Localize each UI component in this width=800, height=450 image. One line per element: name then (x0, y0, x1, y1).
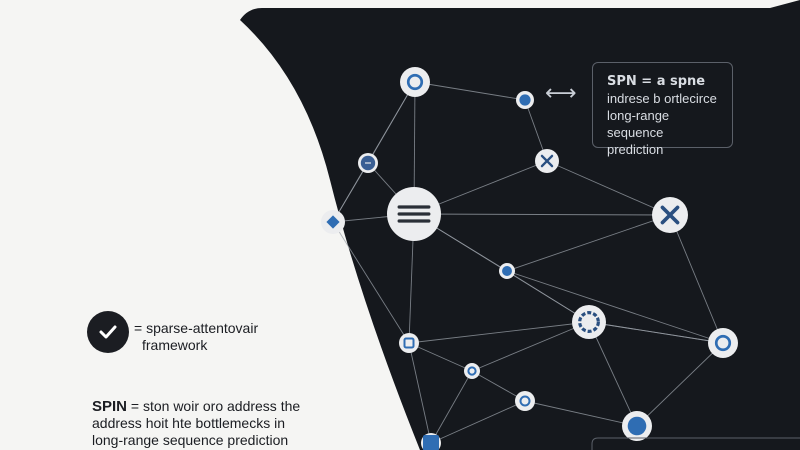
top-card-line2: indrese b ortlecirce (607, 91, 717, 106)
bottom-line2: address hoit hte bottlemecks in (92, 415, 285, 431)
diagram-edge (588, 321, 638, 427)
diagram-edge (430, 370, 473, 444)
dark-panel (240, 0, 800, 450)
diagram-edge (524, 400, 638, 427)
ring-icon (400, 67, 430, 97)
diagram-edge (506, 270, 724, 344)
top-card-line4: prediction (607, 142, 664, 157)
top-card-line1: SPN = a spne (607, 74, 706, 89)
diagram-edge (636, 342, 724, 427)
blue-dot-icon (516, 91, 534, 109)
bottom-line1: SPIN = ston woir oro address the (92, 398, 300, 415)
blue-dot-icon (499, 263, 515, 279)
diagram-edge (430, 400, 526, 444)
ring-icon (515, 391, 535, 411)
top-info-card: SPN = a spne indrese b ortlecirce long-r… (592, 62, 733, 157)
check-icon (99, 325, 117, 339)
left-note-line1: = sparse-attentovair (134, 320, 259, 336)
ring-icon (708, 328, 738, 358)
blue-square-icon (423, 435, 439, 450)
diagram-edge (332, 221, 410, 344)
close-icon (652, 197, 688, 233)
diagram-edge (414, 81, 526, 101)
bottom-description: SPIN = ston woir oro address the address… (92, 398, 300, 449)
diagram-edge (669, 214, 724, 344)
diagram-edge (471, 321, 590, 372)
filled-circle-icon (622, 411, 652, 441)
bottom-line1-rest: = ston woir oro address the (127, 398, 301, 414)
close-icon (535, 149, 559, 173)
check-badge (87, 311, 129, 353)
ring-dot-icon (358, 153, 378, 173)
diamond-icon (321, 210, 345, 234)
top-card-line3: long-range sequence (607, 108, 670, 140)
diagram-edge (546, 160, 671, 216)
diagram-edge (413, 213, 671, 216)
double-arrow-icon: ⟷ (545, 81, 577, 106)
left-note-line2: framework (142, 337, 208, 353)
diagram-edge (408, 342, 473, 372)
square-icon (399, 333, 419, 353)
diagram-edge (408, 321, 590, 344)
ring-icon (464, 363, 480, 379)
bottom-card-outline (591, 437, 800, 450)
diagram-edge (506, 214, 671, 272)
diagram-edge (588, 321, 724, 344)
bottom-lead: SPIN (92, 398, 128, 415)
gear-icon (572, 305, 606, 339)
diagram-edge (408, 342, 432, 444)
menu-icon (387, 187, 441, 241)
diagram-edge (471, 370, 526, 402)
left-note: = sparse-attentovair framework (134, 320, 258, 354)
bottom-line3: long-range sequence prediction (92, 432, 289, 448)
node-layer (321, 67, 738, 450)
